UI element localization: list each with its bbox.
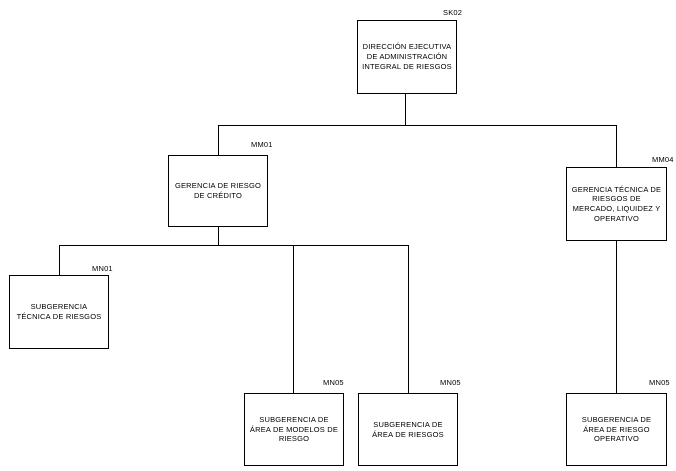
node-code-mm01: MM01 <box>251 140 273 149</box>
node-subgerencia-modelos-riesgo[interactable]: SUBGERENCIA DE ÁREA DE MODELOS DE RIESGO <box>244 393 344 466</box>
connector-line <box>218 226 219 246</box>
node-gerencia-riesgo-credito[interactable]: GERENCIA DE RIESGO DE CRÉDITO <box>168 155 268 227</box>
node-direccion-ejecutiva[interactable]: DIRECCIÓN EJECUTIVA DE ADMINISTRACIÓN IN… <box>357 20 457 94</box>
node-label: DIRECCIÓN EJECUTIVA DE ADMINISTRACIÓN IN… <box>362 42 452 71</box>
connector-line <box>218 125 617 126</box>
node-subgerencia-tecnica-riesgos[interactable]: SUBGERENCIA TÉCNICA DE RIESGOS <box>9 275 109 349</box>
node-gerencia-tecnica-mercado[interactable]: GERENCIA TÉCNICA DE RIESGOS DE MERCADO, … <box>566 167 667 241</box>
connector-line <box>59 245 409 246</box>
node-label: SUBGERENCIA TÉCNICA DE RIESGOS <box>16 302 102 321</box>
node-label: SUBGERENCIA DE ÁREA DE MODELOS DE RIESGO <box>249 414 339 444</box>
connector-line <box>616 125 617 167</box>
connector-line <box>408 245 409 394</box>
connector-line <box>405 93 406 125</box>
node-label: GERENCIA TÉCNICA DE RIESGOS DE MERCADO, … <box>571 184 662 223</box>
node-code-sk02: SK02 <box>443 8 463 17</box>
node-code-mn01: MN01 <box>92 264 113 273</box>
node-subgerencia-area-riesgos[interactable]: SUBGERENCIA DE ÁREA DE RIESGOS <box>358 393 458 466</box>
node-subgerencia-riesgo-operativo[interactable]: SUBGERENCIA DE ÁREA DE RIESGO OPERATIVO <box>566 393 667 466</box>
node-code-mn05: MN05 <box>440 378 461 387</box>
node-code-mn05: MN05 <box>323 378 344 387</box>
node-label: GERENCIA DE RIESGO DE CRÉDITO <box>174 181 262 200</box>
connector-line <box>218 125 219 155</box>
node-code-mm04: MM04 <box>652 155 674 164</box>
node-label: SUBGERENCIA DE ÁREA DE RIESGOS <box>372 419 444 439</box>
connector-line <box>293 245 294 394</box>
node-label: SUBGERENCIA DE ÁREA DE RIESGO OPERATIVO <box>581 414 652 444</box>
connector-line <box>59 245 60 275</box>
connector-line <box>616 240 617 394</box>
node-code-mn05: MN05 <box>649 378 670 387</box>
